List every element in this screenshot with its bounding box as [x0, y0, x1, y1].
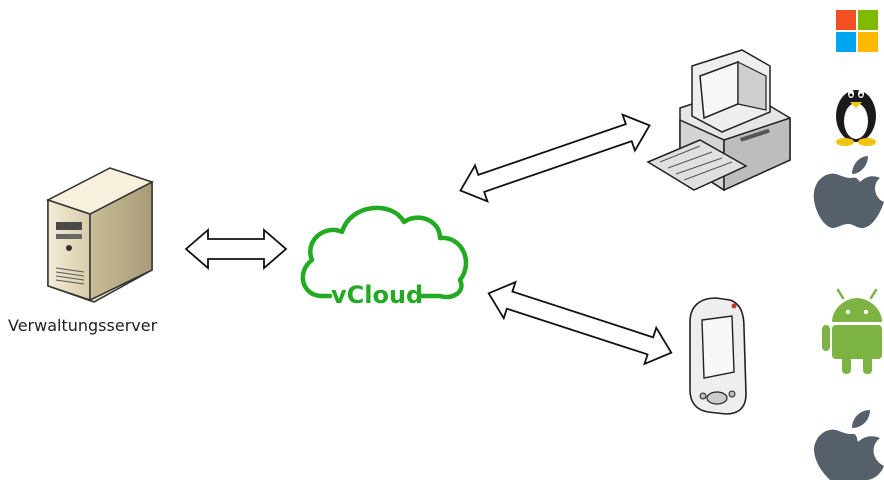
- double-arrow-server-cloud: [184, 228, 288, 270]
- cloud-label: vCloud: [331, 281, 423, 309]
- double-arrow-cloud-mobile: [487, 280, 673, 366]
- double-arrow-cloud-desktop: [459, 113, 651, 203]
- server-icon: [46, 167, 154, 303]
- linux-tux-icon: [836, 90, 876, 146]
- desktop-computer-icon: [646, 49, 791, 192]
- apple-icon: [814, 410, 884, 480]
- apple-icon: [813, 156, 884, 228]
- server-label: Verwaltungsserver: [8, 316, 158, 335]
- android-icon: [822, 288, 882, 374]
- windows-icon: [836, 10, 878, 52]
- vcloud-icon: vCloud: [300, 205, 469, 309]
- pda-mobile-icon: [689, 297, 747, 415]
